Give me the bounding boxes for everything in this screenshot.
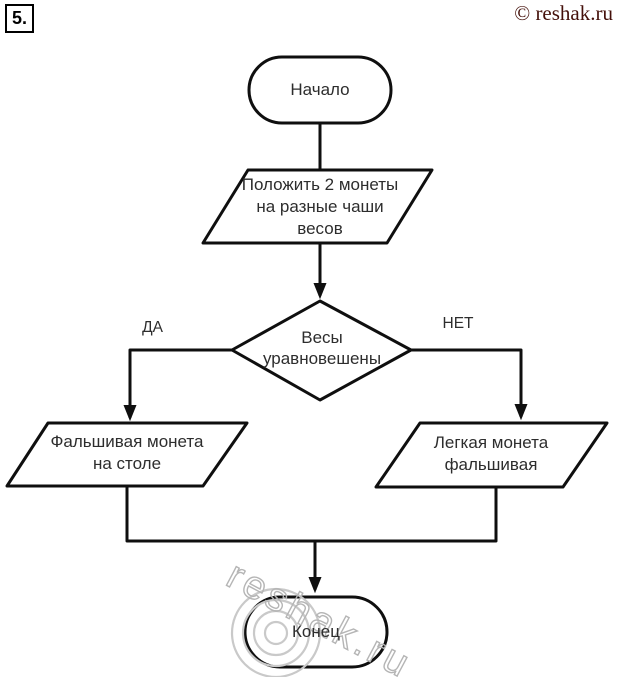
- exercise-number: 5.: [11, 8, 27, 28]
- branch-yes-line: на столе: [92, 454, 162, 473]
- branch-yes-label: Фальшивая монета на столе: [17, 429, 237, 477]
- arrow-no-branch: [411, 348, 528, 421]
- branch-yes-line: Фальшивая монета: [50, 432, 204, 451]
- branch-no-line: Легкая монета: [433, 433, 549, 452]
- connector-merge: [125, 486, 498, 543]
- branch-no-shape: [374, 421, 609, 489]
- io-step-line: весов: [297, 219, 343, 238]
- io-step-label: Положить 2 монеты на разные чаши весов: [210, 171, 430, 243]
- io-step-shape: [201, 168, 434, 245]
- io-step-line: Положить 2 монеты: [241, 175, 399, 194]
- decision-label: Весы уравновешены: [232, 319, 412, 377]
- no-branch-label: НЕТ: [442, 315, 474, 332]
- io-step-line: на разные чаши: [256, 197, 384, 216]
- arrow-yes-branch: [123, 348, 232, 422]
- watermark-rings: [230, 587, 322, 677]
- exercise-number-badge: 5.: [5, 4, 34, 33]
- branch-no-label: Легкая монета фальшивая: [381, 430, 601, 478]
- branch-no-line: фальшивая: [444, 455, 538, 474]
- decision-line: уравновешены: [262, 349, 382, 368]
- end-terminator-label: Конец: [292, 622, 340, 641]
- end-terminator-shape: [243, 595, 389, 669]
- branch-yes-shape: [5, 421, 249, 488]
- decision-diamond-shape: [230, 299, 413, 402]
- decision-line: Весы: [301, 328, 343, 347]
- site-copyright: © reshak.ru: [514, 1, 613, 25]
- yes-branch-label: ДА: [142, 319, 163, 336]
- start-terminator-label: Начало: [290, 80, 350, 99]
